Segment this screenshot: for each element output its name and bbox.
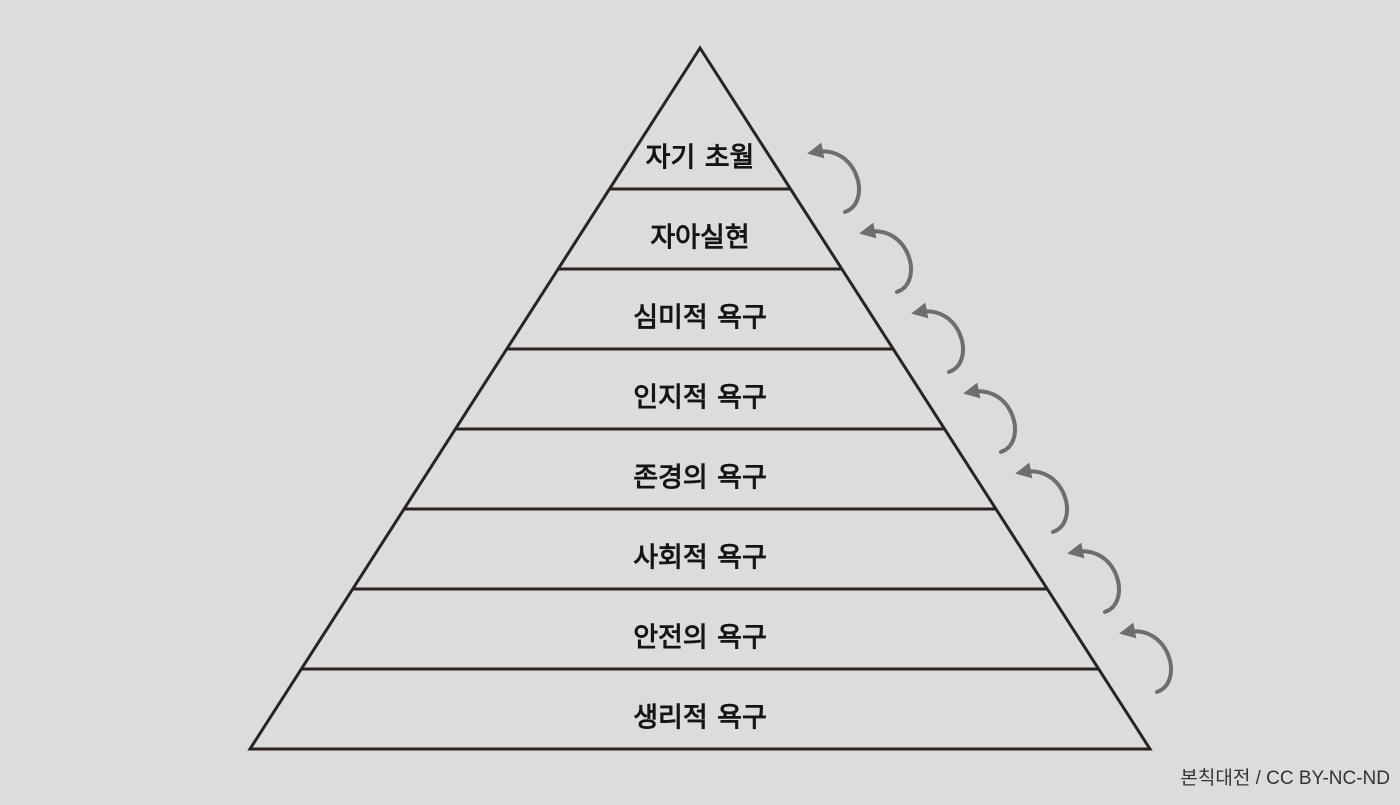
level-label: 자기 초월 — [646, 143, 755, 174]
pyramid-outline — [247, 45, 1153, 751]
curved-arrow — [963, 382, 1017, 454]
level-label: 사회적 욕구 — [633, 543, 767, 574]
curved-arrow — [1067, 542, 1121, 614]
curved-arrow — [1015, 462, 1069, 534]
level-label: 생리적 욕구 — [633, 703, 767, 734]
level-label: 심미적 욕구 — [633, 303, 767, 334]
curved-arrow — [807, 142, 861, 214]
level-dividers — [301, 187, 1099, 671]
curved-arrow — [859, 222, 913, 294]
curved-arrow — [911, 302, 965, 374]
level-label: 인지적 욕구 — [633, 383, 767, 414]
level-label: 존경의 욕구 — [633, 463, 767, 494]
credit-caption: 본칙대전 / CC BY-NC-ND — [1180, 768, 1390, 789]
curved-arrow — [1119, 622, 1173, 694]
transition-arrows — [807, 142, 1173, 694]
level-label: 안전의 욕구 — [633, 623, 767, 654]
level-label: 자아실현 — [650, 223, 749, 254]
